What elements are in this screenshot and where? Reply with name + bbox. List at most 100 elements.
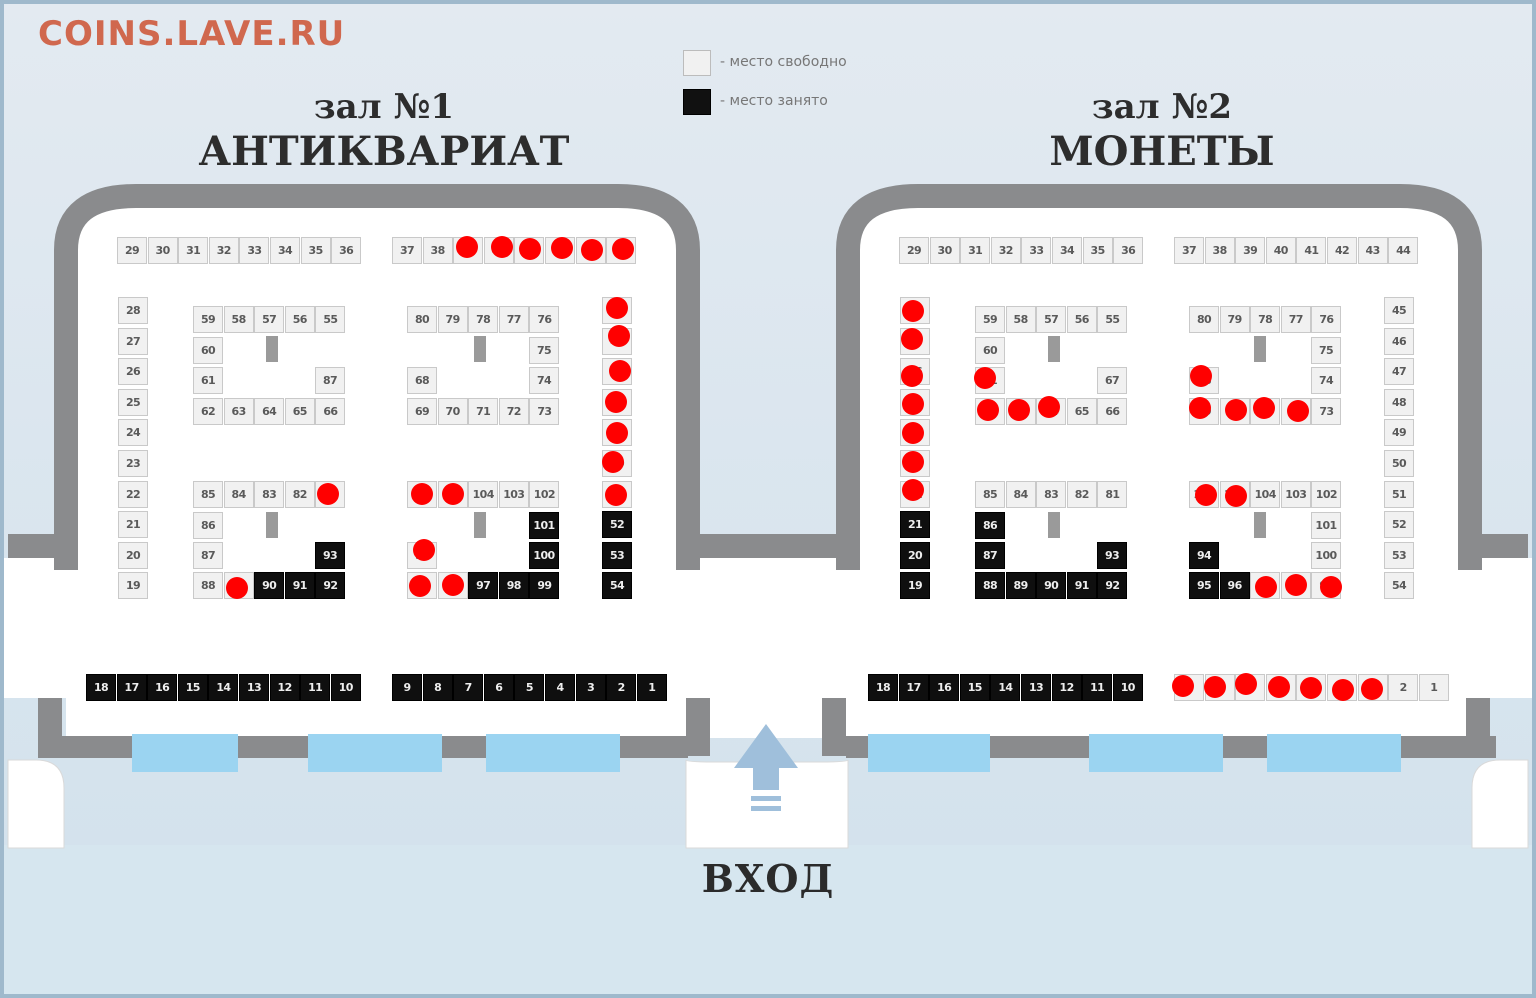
hall2-stall-35[interactable]: 35 — [1082, 237, 1113, 264]
hall2-stall-52[interactable]: 52 — [1384, 511, 1414, 539]
hall1-stall-73[interactable]: 73 — [529, 398, 560, 425]
hall1-stall-21[interactable]: 21 — [118, 511, 148, 539]
hall1-stall-91[interactable]: 91 — [284, 572, 315, 599]
hall2-stall-101[interactable]: 101 — [1311, 512, 1341, 539]
hall1-stall-6[interactable]: 6 — [483, 674, 514, 701]
hall1-stall-76[interactable]: 76 — [529, 306, 560, 333]
hall2-stall-41[interactable]: 41 — [1296, 237, 1327, 264]
hall2-stall-42[interactable]: 42 — [1327, 237, 1357, 264]
hall1-stall-75[interactable]: 75 — [529, 337, 559, 364]
hall2-stall-76[interactable]: 76 — [1311, 306, 1342, 333]
hall1-stall-18[interactable]: 18 — [86, 674, 116, 701]
hall2-stall-73[interactable]: 73 — [1311, 398, 1342, 425]
hall1-stall-28[interactable]: 28 — [118, 297, 148, 324]
hall2-stall-83[interactable]: 83 — [1036, 481, 1067, 508]
hall2-stall-79[interactable]: 79 — [1219, 306, 1250, 333]
hall1-stall-74[interactable]: 74 — [529, 367, 559, 394]
hall1-stall-99[interactable]: 99 — [529, 572, 560, 599]
hall2-stall-93[interactable]: 93 — [1097, 542, 1127, 569]
hall1-stall-31[interactable]: 31 — [178, 237, 209, 264]
hall1-stall-101[interactable]: 101 — [529, 512, 559, 539]
hall2-stall-1[interactable]: 1 — [1418, 674, 1449, 701]
hall1-stall-68[interactable]: 68 — [407, 367, 437, 394]
hall1-stall-69[interactable]: 69 — [407, 398, 437, 425]
hall2-stall-88[interactable]: 88 — [975, 572, 1005, 599]
hall1-stall-20[interactable]: 20 — [118, 541, 148, 569]
hall2-stall-86[interactable]: 86 — [975, 512, 1005, 539]
hall1-stall-16[interactable]: 16 — [147, 674, 178, 701]
hall2-stall-48[interactable]: 48 — [1384, 388, 1414, 416]
hall1-stall-65[interactable]: 65 — [284, 398, 315, 425]
hall2-stall-84[interactable]: 84 — [1005, 481, 1036, 508]
hall1-stall-52[interactable]: 52 — [602, 511, 632, 539]
hall1-stall-104[interactable]: 104 — [468, 481, 499, 508]
hall1-stall-56[interactable]: 56 — [284, 306, 315, 333]
hall2-stall-46[interactable]: 46 — [1384, 327, 1414, 355]
hall1-stall-14[interactable]: 14 — [208, 674, 239, 701]
hall1-stall-77[interactable]: 77 — [498, 306, 529, 333]
hall2-stall-38[interactable]: 38 — [1204, 237, 1235, 264]
hall2-stall-44[interactable]: 44 — [1388, 237, 1419, 264]
hall2-stall-29[interactable]: 29 — [899, 237, 929, 264]
hall2-stall-78[interactable]: 78 — [1250, 306, 1281, 333]
hall1-stall-88[interactable]: 88 — [193, 572, 223, 599]
hall2-stall-43[interactable]: 43 — [1357, 237, 1388, 264]
hall1-stall-71[interactable]: 71 — [468, 398, 499, 425]
hall1-stall-84[interactable]: 84 — [223, 481, 254, 508]
hall1-stall-87[interactable]: 87 — [315, 367, 345, 394]
hall2-stall-11[interactable]: 11 — [1082, 674, 1113, 701]
hall1-stall-100[interactable]: 100 — [529, 542, 559, 569]
hall1-stall-85[interactable]: 85 — [193, 481, 223, 508]
hall2-stall-16[interactable]: 16 — [929, 674, 960, 701]
hall1-stall-80[interactable]: 80 — [407, 306, 437, 333]
hall2-stall-40[interactable]: 40 — [1265, 237, 1296, 264]
hall2-stall-30[interactable]: 30 — [929, 237, 960, 264]
hall2-stall-33[interactable]: 33 — [1021, 237, 1052, 264]
hall2-stall-66[interactable]: 66 — [1097, 398, 1128, 425]
hall1-stall-61[interactable]: 61 — [193, 367, 223, 394]
hall2-stall-56[interactable]: 56 — [1066, 306, 1097, 333]
hall2-stall-13[interactable]: 13 — [1021, 674, 1051, 701]
hall2-stall-74[interactable]: 74 — [1311, 367, 1341, 394]
hall2-stall-21[interactable]: 21 — [900, 511, 930, 539]
hall1-stall-9[interactable]: 9 — [392, 674, 422, 701]
hall1-stall-59[interactable]: 59 — [193, 306, 223, 333]
hall2-stall-53[interactable]: 53 — [1384, 541, 1414, 569]
hall2-stall-103[interactable]: 103 — [1280, 481, 1311, 508]
hall2-stall-54[interactable]: 54 — [1384, 572, 1414, 600]
hall2-stall-2[interactable]: 2 — [1388, 674, 1419, 701]
hall2-stall-12[interactable]: 12 — [1051, 674, 1082, 701]
hall2-stall-94[interactable]: 94 — [1189, 542, 1219, 569]
hall1-stall-38[interactable]: 38 — [422, 237, 453, 264]
hall2-stall-49[interactable]: 49 — [1384, 419, 1414, 447]
hall2-stall-77[interactable]: 77 — [1280, 306, 1311, 333]
hall1-stall-78[interactable]: 78 — [468, 306, 499, 333]
hall1-stall-25[interactable]: 25 — [118, 388, 148, 416]
hall1-stall-10[interactable]: 10 — [330, 674, 361, 701]
hall1-stall-53[interactable]: 53 — [602, 541, 632, 569]
hall2-stall-45[interactable]: 45 — [1384, 297, 1414, 324]
hall2-stall-91[interactable]: 91 — [1066, 572, 1097, 599]
hall1-stall-22[interactable]: 22 — [118, 480, 148, 508]
hall2-stall-14[interactable]: 14 — [990, 674, 1021, 701]
hall1-stall-92[interactable]: 92 — [315, 572, 346, 599]
hall1-stall-90[interactable]: 90 — [254, 572, 285, 599]
hall1-stall-15[interactable]: 15 — [177, 674, 208, 701]
hall2-stall-95[interactable]: 95 — [1189, 572, 1219, 599]
hall1-stall-33[interactable]: 33 — [239, 237, 270, 264]
hall2-stall-102[interactable]: 102 — [1311, 481, 1342, 508]
hall1-stall-11[interactable]: 11 — [300, 674, 331, 701]
hall2-stall-67[interactable]: 67 — [1097, 367, 1127, 394]
hall2-stall-80[interactable]: 80 — [1189, 306, 1219, 333]
hall2-stall-37[interactable]: 37 — [1174, 237, 1204, 264]
hall1-stall-1[interactable]: 1 — [636, 674, 667, 701]
hall1-stall-79[interactable]: 79 — [437, 306, 468, 333]
hall1-stall-30[interactable]: 30 — [147, 237, 178, 264]
hall1-stall-97[interactable]: 97 — [468, 572, 499, 599]
hall1-stall-66[interactable]: 66 — [315, 398, 346, 425]
hall2-stall-31[interactable]: 31 — [960, 237, 991, 264]
hall2-stall-17[interactable]: 17 — [898, 674, 929, 701]
hall1-stall-102[interactable]: 102 — [529, 481, 560, 508]
hall2-stall-96[interactable]: 96 — [1219, 572, 1250, 599]
hall2-stall-47[interactable]: 47 — [1384, 358, 1414, 386]
